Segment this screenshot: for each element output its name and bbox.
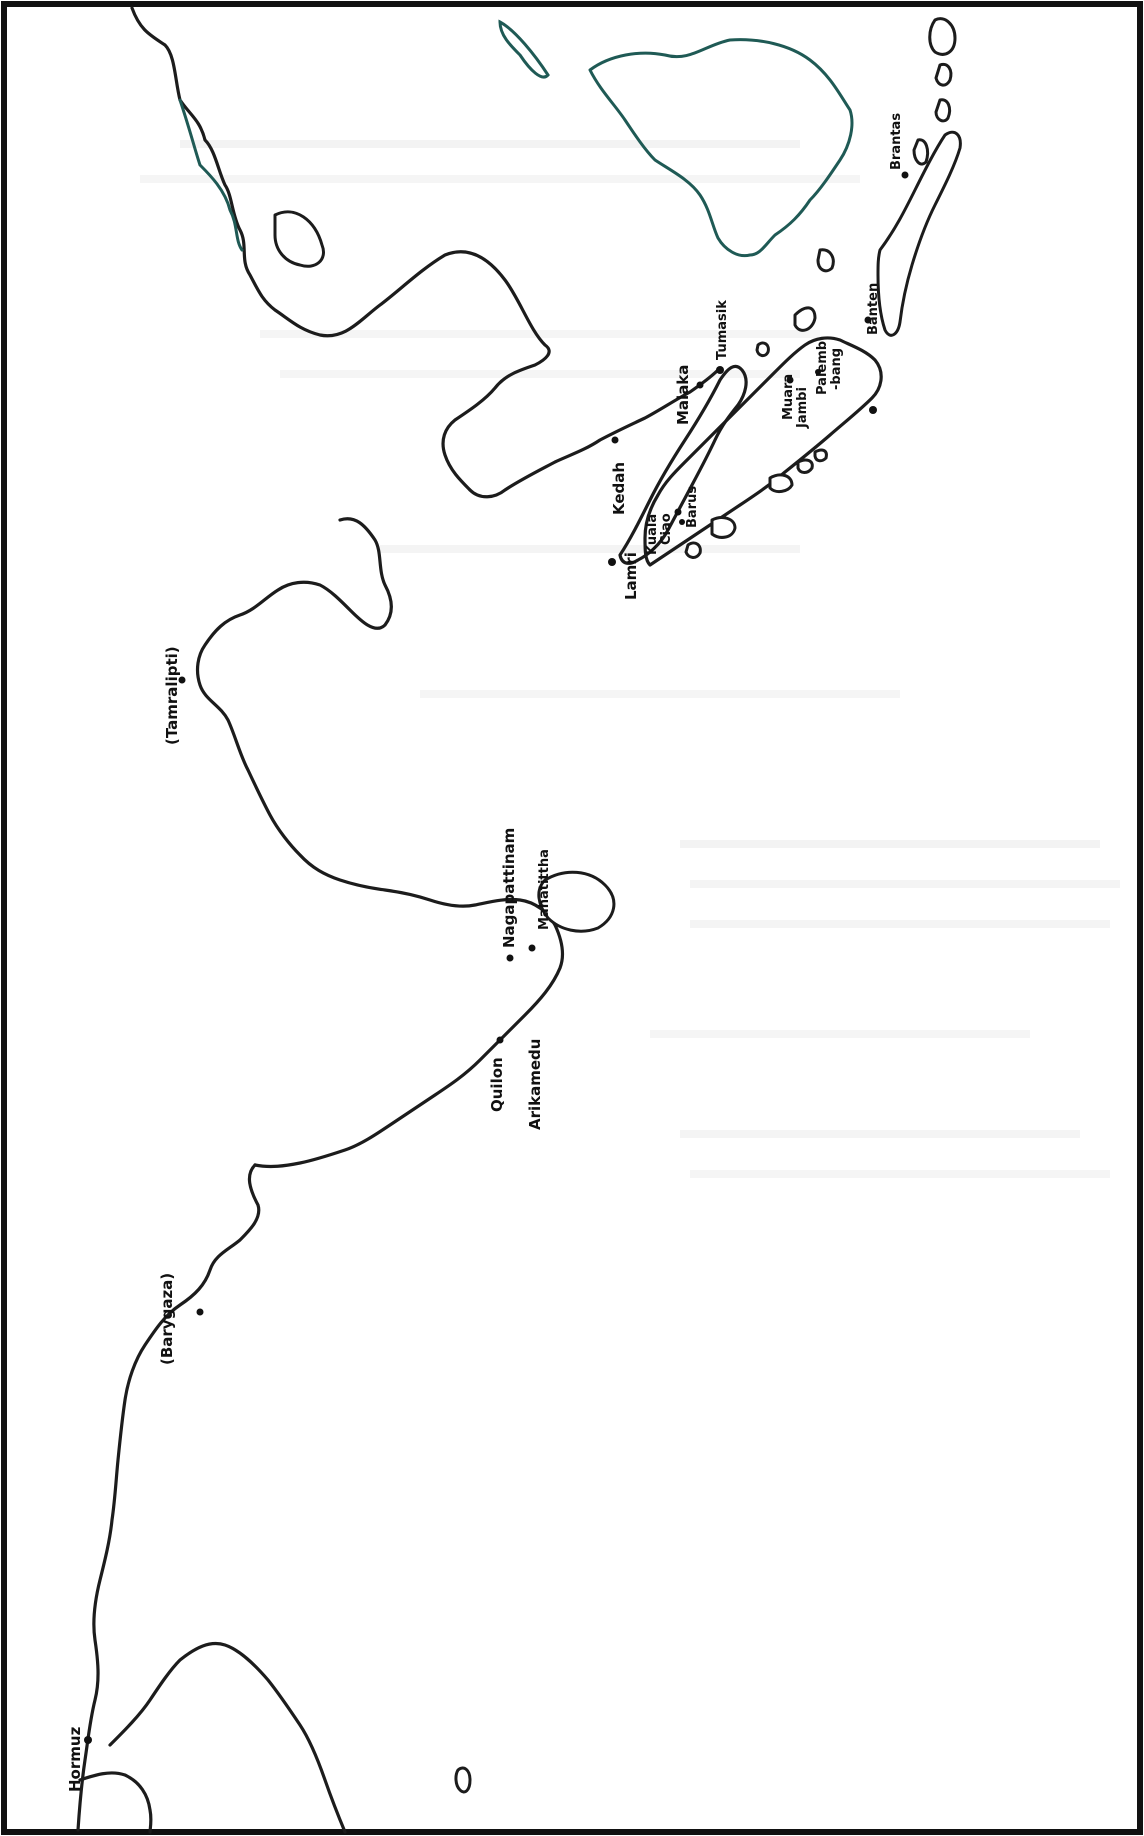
marker-malaka [696,381,704,389]
marker-kuala [674,508,682,516]
island-sri-lanka [537,870,616,933]
island-mentawai-3 [813,448,828,463]
marker-sea-dot [869,406,877,414]
label-barus: Barus [685,486,700,528]
island-mentawai-1 [768,473,794,494]
label-barygaza: (Barygaza) [158,1273,176,1365]
label-lamri: Lamri [622,552,640,600]
coastline-bay-of-bengal [195,517,565,1169]
coastline-india-west [76,1163,261,1832]
island-socotra [454,1766,472,1794]
coastline-arabia-teal [178,98,244,252]
island-tiny-3 [912,138,930,166]
island-nias [710,516,737,539]
coastline-sumatra [643,336,883,567]
bleed-through-texture [140,140,1120,1178]
label-arikamedu: Arikamedu [526,1039,544,1130]
label-quilon: Quilon [488,1057,506,1112]
marker-banten [864,316,872,324]
label-hormuz: Hormuz [66,1726,84,1792]
marker-barus [679,519,685,525]
marker-brantas [901,171,909,179]
island-mentawai-2 [796,458,814,474]
marker-kedah [611,436,619,444]
label-tamralipti: (Tamralipti) [163,646,181,745]
place-markers [84,171,909,1744]
label-muara: Muara [781,374,796,420]
marker-nagapattinam [506,954,514,962]
island-bangka [816,248,835,273]
label-palembang: Palemb [815,341,830,395]
island-andaman [755,341,770,358]
marker-hormuz [84,1736,92,1744]
island-tiny-2 [934,98,952,123]
marker-palembang [815,369,821,375]
island-simeulue [684,541,702,559]
coastline-arabia-south [108,1641,347,1834]
marker-muara-jambi [786,376,794,384]
place-labels: Hormuz (Barygaza) (Tamralipti) Quilon Ar… [66,113,904,1792]
marker-barygaza [196,1308,204,1316]
marker-mahatittha [528,944,536,952]
label-tumasik: Tumasik [715,300,730,360]
coastline-iran [588,38,854,258]
label-palembang-2: -bang [829,348,844,390]
marker-tamralipti [178,676,186,684]
coastline-india-north [468,368,720,499]
island-small-north [498,19,550,79]
marker-quilon [496,1036,504,1044]
label-malaka: Malaka [674,365,692,425]
label-kuala: Kuala [645,514,660,555]
marker-lamri [608,558,616,566]
label-ciao: Ciao [659,513,674,545]
island-borneo-edge [928,17,957,56]
label-kedah: Kedah [610,462,628,515]
island-gulf [273,210,325,268]
label-mahatittha: Mahatittha [537,849,552,930]
island-java [876,130,962,337]
coastline-arabia-north [130,6,551,492]
label-nagapattinam: Nagapattinam [500,828,518,948]
coastline-malay-peninsula [618,364,748,565]
coastline-oman [78,1771,153,1834]
label-banten: Banten [866,283,881,335]
label-jambi: Jambi [795,387,810,429]
island-tiny-1 [934,62,953,87]
label-brantas: Brantas [889,113,904,170]
marker-tumasik [716,366,724,374]
island-riau [793,306,817,332]
